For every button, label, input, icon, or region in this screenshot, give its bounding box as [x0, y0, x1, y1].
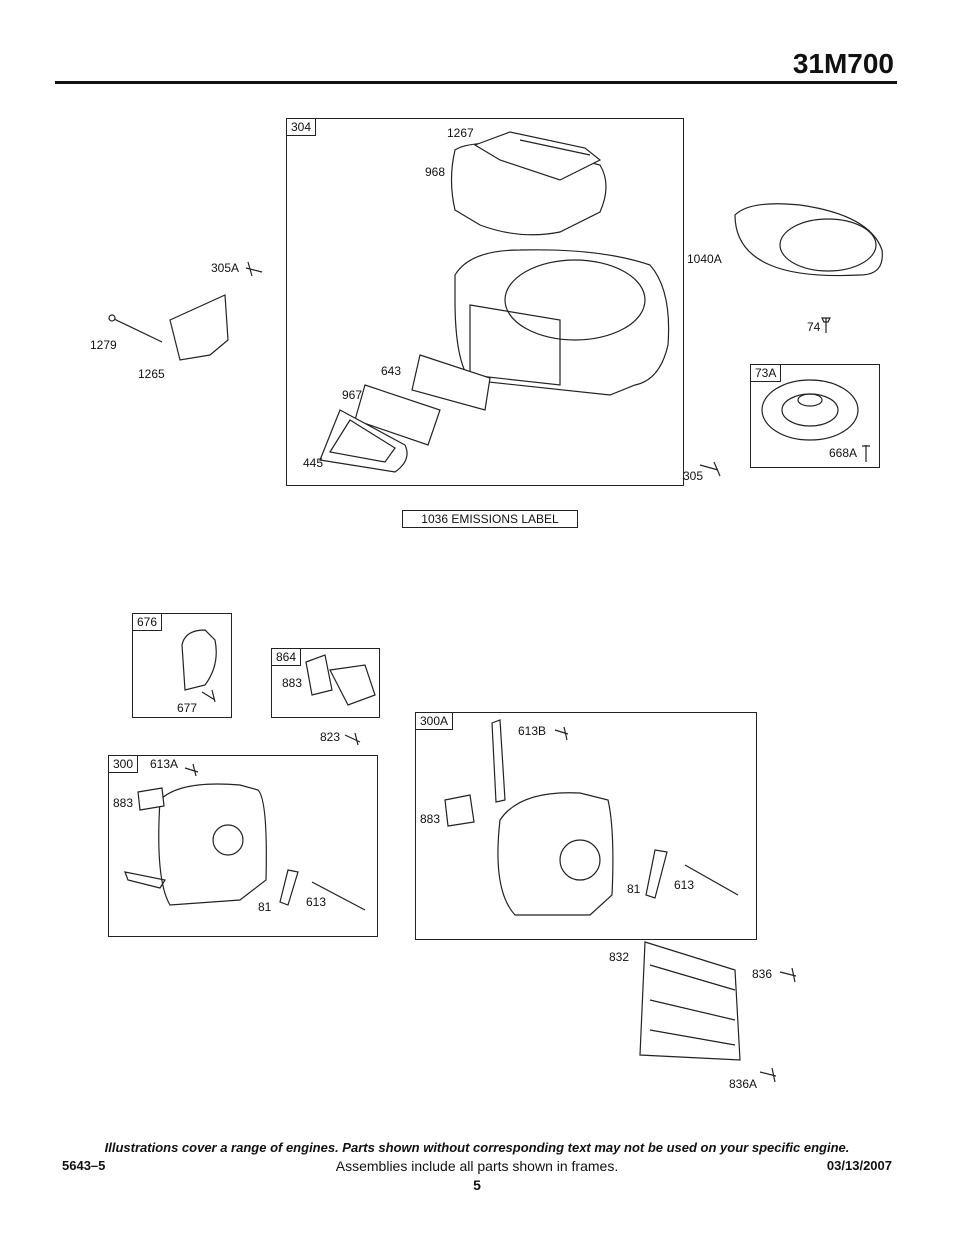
- part-label-81-300A: 81: [627, 882, 641, 896]
- frame-300: 300: [108, 755, 378, 937]
- part-label-305A: 305A: [211, 261, 240, 275]
- frame-tag-304: 304: [287, 119, 317, 136]
- part-label-967: 967: [342, 388, 363, 402]
- frame-73A: 73A: [750, 364, 880, 468]
- foam-part: [319, 409, 408, 473]
- part-label-836A: 836A: [729, 1077, 758, 1091]
- frame-tag-864: 864: [272, 649, 302, 666]
- part-label-883-300A: 883: [420, 812, 441, 826]
- cover-1040A-part: [734, 203, 883, 277]
- filter-part: [354, 384, 441, 446]
- part-label-1279: 1279: [90, 338, 117, 352]
- part-label-613-300A: 613: [674, 878, 695, 892]
- muffler-300A-part: [497, 792, 614, 916]
- part-label-1040A: 1040A: [687, 252, 722, 266]
- muffler-guard-676-part: [181, 629, 217, 691]
- part-label-883-300: 883: [113, 796, 134, 810]
- footer-note: Illustrations cover a range of engines. …: [104, 1140, 850, 1155]
- doc-number: 5643–5: [62, 1158, 106, 1173]
- frame-tag-300A: 300A: [416, 713, 454, 730]
- part-label-81-300: 81: [258, 900, 272, 914]
- part-label-305: 305: [683, 469, 704, 483]
- assemblies-note: Assemblies include all parts shown in fr…: [335, 1158, 619, 1174]
- gasket-864-part: [305, 654, 333, 696]
- rod-1279-part: [111, 317, 163, 343]
- screw-74-part: [821, 317, 831, 333]
- page-number: 5: [473, 1177, 481, 1193]
- screw-305-part: [699, 461, 721, 477]
- muffler-300-part: [158, 783, 267, 906]
- port-864-part: [329, 664, 376, 706]
- frame-676: 676: [132, 613, 232, 718]
- model-title: 31M700: [792, 48, 894, 79]
- part-label-613B: 613B: [518, 724, 547, 738]
- screen-73A-part: [761, 379, 859, 441]
- part-label-445: 445: [303, 456, 324, 470]
- frame-304: 304: [286, 118, 684, 486]
- part-label-823: 823: [320, 730, 341, 744]
- part-label-968: 968: [425, 165, 446, 179]
- filter-element-part: [411, 354, 491, 411]
- heat-shield-832-part: [639, 941, 741, 1061]
- frame-tag-300: 300: [109, 756, 139, 773]
- part-label-613-300: 613: [306, 895, 327, 909]
- part-label-677: 677: [177, 701, 198, 715]
- part-label-1265: 1265: [138, 367, 165, 381]
- part-label-832: 832: [609, 950, 630, 964]
- frame-tag-676: 676: [133, 614, 163, 631]
- frame-864: 864: [271, 648, 380, 718]
- part-label-613A: 613A: [150, 757, 179, 771]
- doc-date: 03/13/2007: [826, 1158, 892, 1173]
- gasket-883-part: [137, 787, 165, 811]
- frame-tag-73A: 73A: [751, 365, 782, 382]
- gasket-883b-part: [444, 794, 475, 827]
- part-label-1267: 1267: [447, 126, 474, 140]
- part-label-836: 836: [752, 967, 773, 981]
- part-label-883-864: 883: [282, 676, 303, 690]
- screw-305A-part: [245, 261, 263, 277]
- part-label-668A: 668A: [829, 446, 858, 460]
- part-label-74: 74: [807, 320, 821, 334]
- header-rule: [55, 81, 897, 84]
- bracket-1265-part: [169, 294, 229, 361]
- precleaner-part: [473, 131, 602, 181]
- emissions-label-box: 1036 EMISSIONS LABEL: [402, 510, 578, 528]
- part-label-643: 643: [381, 364, 402, 378]
- frame-300A: 300A: [415, 712, 757, 940]
